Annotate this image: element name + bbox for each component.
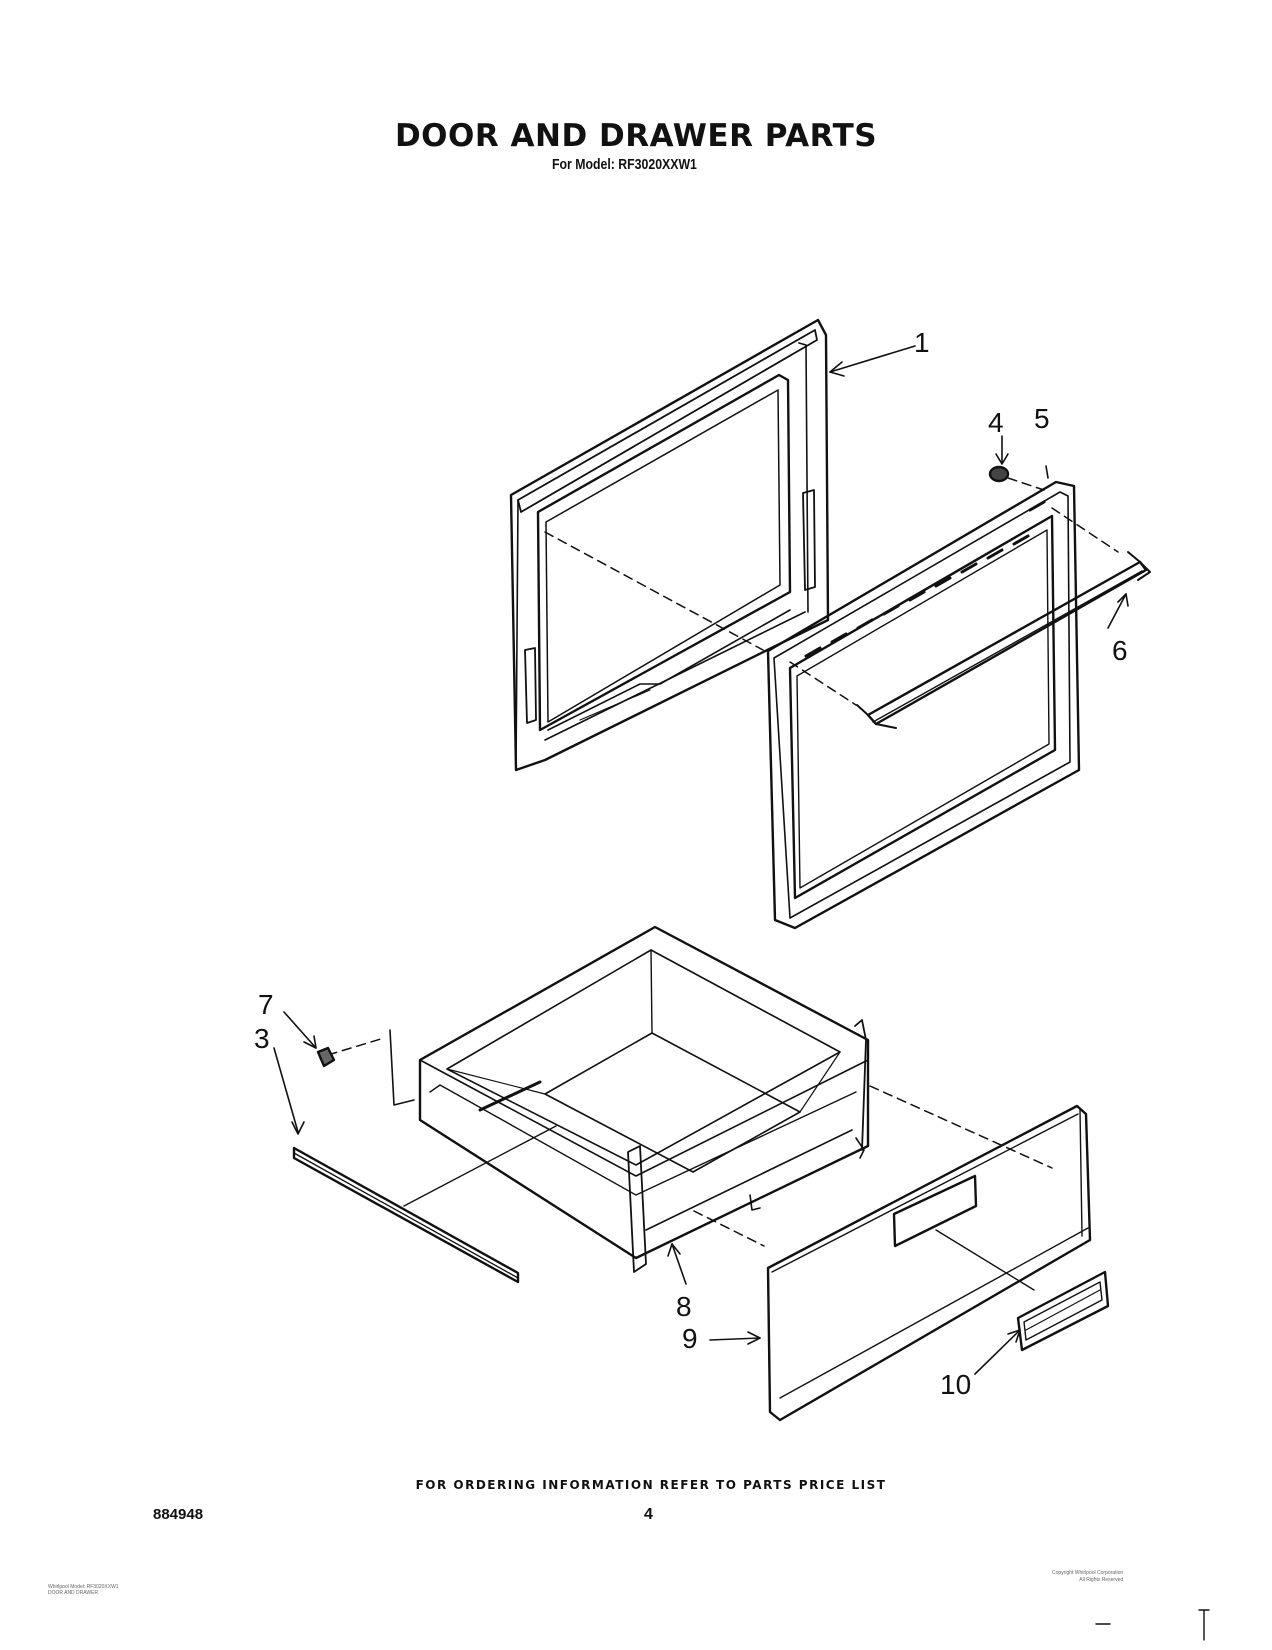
scan-artifacts bbox=[1095, 1609, 1210, 1641]
callout-7: 7 bbox=[258, 989, 274, 1020]
part-4-nut bbox=[988, 465, 1010, 483]
callout-8: 8 bbox=[676, 1291, 692, 1322]
model-subtitle: For Model: RF3020XXW1 bbox=[552, 156, 697, 173]
part-1-inner-door-frame bbox=[509, 318, 830, 772]
fineprint-right: Copyright Whirlpool Corporation All Righ… bbox=[1052, 1570, 1124, 1583]
part-10-drawer-handle bbox=[935, 1229, 1110, 1352]
page-number: 4 bbox=[644, 1506, 653, 1523]
drawer-box bbox=[418, 925, 870, 1273]
callout-10: 10 bbox=[940, 1369, 971, 1400]
callout-4: 4 bbox=[988, 407, 1004, 438]
callout-arrows bbox=[273, 345, 1129, 1375]
part-5-outer-door bbox=[766, 480, 1081, 930]
callout-1: 1 bbox=[914, 327, 930, 358]
part-7-clip bbox=[316, 1029, 415, 1106]
callout-5: 5 bbox=[1034, 403, 1050, 434]
ordering-information-note: FOR ORDERING INFORMATION REFER TO PARTS … bbox=[415, 1478, 887, 1492]
part-9-drawer-front bbox=[766, 1104, 1092, 1422]
fineprint-left: Whirlpool Model: RF3020XXW1 DOOR AND DRA… bbox=[48, 1584, 119, 1596]
callout-labels: 1 4 5 6 7 3 8 9 10 bbox=[254, 327, 1128, 1400]
document-number: 884948 bbox=[153, 1506, 204, 1523]
callout-9: 9 bbox=[682, 1323, 698, 1354]
part-3-drawer-rail bbox=[292, 1125, 557, 1284]
part-6-door-handle bbox=[856, 551, 1151, 729]
assembly-leader-lines bbox=[327, 477, 1119, 1247]
callout-3: 3 bbox=[254, 1023, 270, 1054]
callout-6: 6 bbox=[1112, 635, 1128, 666]
page-title: DOOR AND DRAWER PARTS bbox=[394, 118, 878, 154]
